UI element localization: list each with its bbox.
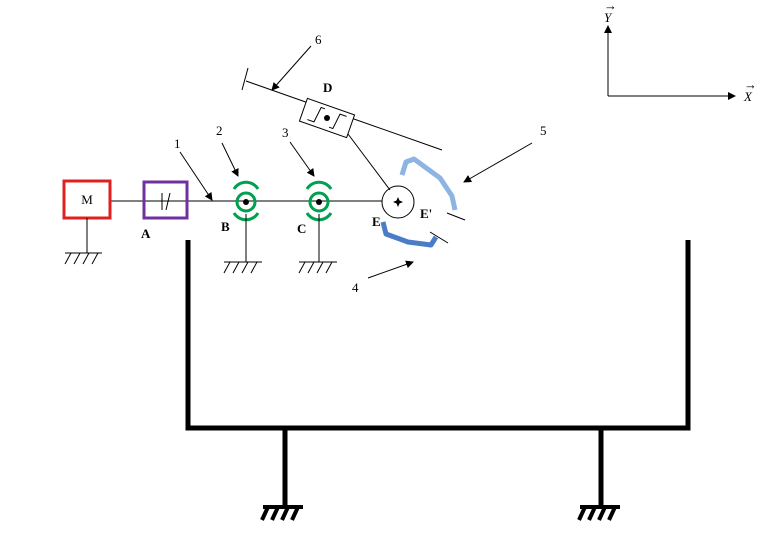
link-d-e bbox=[344, 129, 391, 191]
label-b: B bbox=[221, 219, 230, 234]
label-5: 5 bbox=[540, 123, 547, 138]
label-e: E bbox=[372, 214, 381, 229]
jaw-upper bbox=[399, 156, 458, 211]
axis-x-label: X bbox=[743, 89, 753, 104]
bearing-b-ground bbox=[223, 261, 262, 274]
axis-x-arrow: → bbox=[744, 77, 757, 92]
label-e-prime: E' bbox=[420, 206, 432, 221]
rod-6-end bbox=[241, 67, 249, 91]
bearing-c-center bbox=[316, 199, 322, 205]
tank-ground-right bbox=[577, 505, 620, 521]
callout-3 bbox=[289, 141, 315, 177]
motor-label: M bbox=[81, 192, 93, 207]
piston-d-pivot bbox=[324, 115, 330, 121]
label-4: 4 bbox=[352, 280, 359, 295]
label-c: C bbox=[297, 221, 306, 236]
motor-ground bbox=[64, 252, 102, 265]
label-a: A bbox=[141, 226, 151, 241]
bearing-c-ground bbox=[298, 261, 337, 274]
label-2: 2 bbox=[216, 123, 223, 138]
jaw-lower bbox=[380, 221, 439, 248]
label-d: D bbox=[323, 80, 332, 95]
label-1: 1 bbox=[174, 136, 181, 151]
label-6: 6 bbox=[315, 32, 322, 47]
label-3: 3 bbox=[282, 125, 289, 140]
callout-6 bbox=[271, 45, 312, 91]
callout-5 bbox=[463, 142, 533, 183]
jaw-upper-tip bbox=[446, 212, 466, 221]
jaw-lower-tip bbox=[429, 231, 449, 244]
joint-e-center bbox=[393, 197, 403, 207]
axis-y-arrow: → bbox=[604, 0, 617, 13]
coupling-symbol bbox=[161, 192, 171, 211]
callout-2 bbox=[221, 142, 239, 177]
tank bbox=[185, 240, 691, 431]
tank-ground-left bbox=[260, 505, 303, 521]
bearing-b-center bbox=[243, 199, 249, 205]
callout-1 bbox=[179, 151, 213, 201]
callout-4 bbox=[367, 260, 414, 279]
coupling-box bbox=[142, 180, 189, 220]
axis-y-label: Y bbox=[604, 10, 613, 25]
